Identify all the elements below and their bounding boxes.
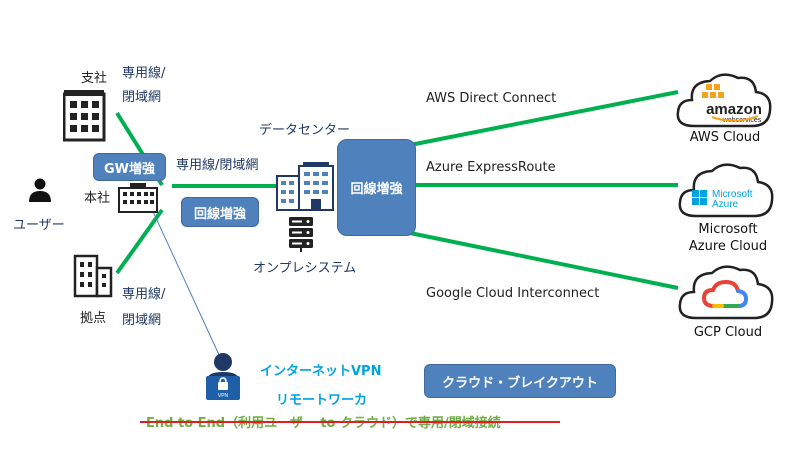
branch-name: 支社 [81,71,108,86]
azure-cloud-label-2: Azure Cloud [688,239,768,254]
azure-cloud-label-1: Microsoft [698,222,758,237]
end-to-end-struck-text: End to End（利用ユーザー to クラウド）で専用/閉域接続 [146,416,501,431]
user-label: ユーザー [13,218,65,233]
base-name: 拠点 [80,311,107,326]
azure-connection-label: Azure ExpressRoute [426,160,556,175]
remote-link [149,204,221,358]
datacenter-building-icon [276,162,334,211]
azure-cloud-icon: Microsoft Azure [678,163,774,218]
branch-link-label-1: 専用線/ [122,66,166,81]
gcp-cloud-icon [678,265,774,320]
aws-cloud-label: AWS Cloud [689,130,761,145]
onprem-label: オンプレシステム [253,261,357,276]
vpn-laptop-tag: VPN [218,393,229,399]
hq-building-icon [118,183,158,213]
aws-connection-label: AWS Direct Connect [426,91,557,106]
gcp-cloud-label: GCP Cloud [693,325,763,340]
azure-logo-text-2: Azure [712,199,739,210]
internet-vpn-label: インターネットVPN [260,364,382,379]
aws-logo-text: amazon [706,101,762,118]
remote-worker-label: リモートワーカ [276,393,368,408]
gw-boost-badge: GW増強 [93,153,166,181]
base-building-icon [73,254,113,298]
user-icon [29,178,51,202]
datacenter-title: データセンター [259,123,351,138]
aws-cloud-icon: amazon webservices [676,73,772,128]
base-link-label-2: 閉域網 [122,313,162,328]
cloud-breakout-badge: クラウド・ブレイクアウト [424,364,616,398]
base-link [115,208,164,275]
strike-through-line [140,421,560,423]
hq-link-label: 専用線/閉域網 [176,158,259,173]
branch-building-icon [63,90,106,142]
base-link-label-1: 専用線/ [122,287,166,302]
line-boost-badge-left: 回線増強 [181,197,259,227]
aws-link [409,90,679,147]
hq-name: 本社 [84,191,111,206]
server-rack-icon [289,217,313,252]
remote-worker-icon: VPN [206,353,240,400]
gcp-link [409,231,679,290]
azure-logo-text-1: Microsoft [712,189,753,200]
gcp-connection-label: Google Cloud Interconnect [426,286,600,301]
branch-link-label-2: 閉域網 [122,90,162,105]
line-boost-badge-right: 回線増強 [337,139,416,236]
